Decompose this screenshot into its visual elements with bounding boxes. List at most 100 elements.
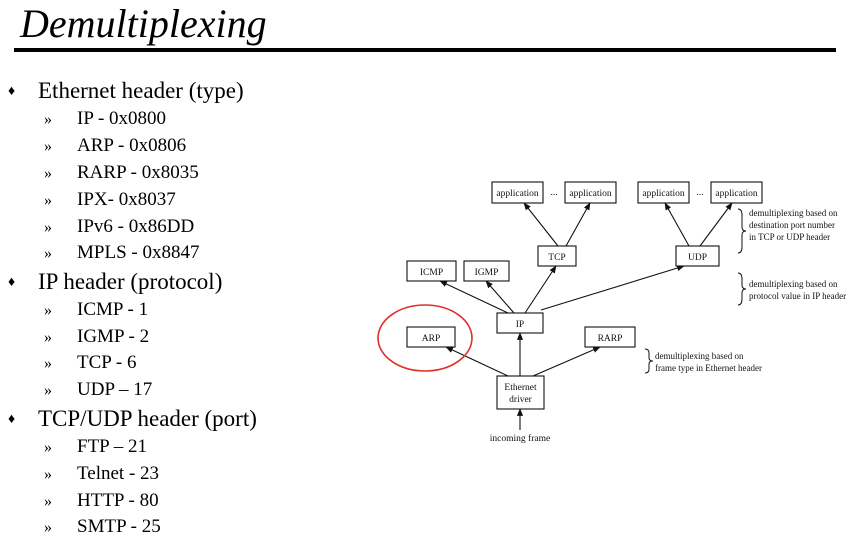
chevron-icon: » xyxy=(44,245,52,262)
note-frame-2: frame type in Ethernet header xyxy=(655,363,762,373)
section-label: TCP/UDP header (port) xyxy=(38,406,257,431)
brace-frame xyxy=(644,348,654,374)
chevron-icon: » xyxy=(44,138,52,155)
note-protocol-2: protocol value in IP header xyxy=(749,291,846,301)
brace-port xyxy=(737,208,747,254)
list-item: » ARP - 0x0806 xyxy=(44,135,186,158)
arrow-eth-rarp xyxy=(532,346,601,377)
incoming-frame-label: incoming frame xyxy=(490,433,550,444)
list-item: »FTP – 21 xyxy=(44,436,147,459)
box-arp xyxy=(406,326,456,348)
diamond-bullet-icon: ♦ xyxy=(8,412,16,427)
arrow-tcp-app1 xyxy=(523,202,559,247)
rarp-label: RARP xyxy=(598,334,623,344)
ellipsis-2: ... xyxy=(696,188,703,198)
box-app3 xyxy=(637,181,690,204)
icmp-label: ICMP xyxy=(420,268,443,278)
section-label: IP header (protocol) xyxy=(38,269,223,294)
arrow-ip-igmp xyxy=(485,280,515,314)
list-item: » Telnet - 23 xyxy=(44,463,159,486)
note-protocol-1: demultiplexing based on xyxy=(749,279,838,289)
chevron-icon: » xyxy=(44,111,52,128)
note-port-3: in TCP or UDP header xyxy=(749,232,830,242)
app3-label: application xyxy=(642,189,684,199)
note-port-1: demultiplexing based on xyxy=(749,208,838,218)
list-item: » TCP - 6 xyxy=(44,352,136,375)
driver-label: driver xyxy=(509,395,533,405)
box-udp xyxy=(675,245,720,267)
diamond-bullet-icon: ♦ xyxy=(8,84,16,99)
list-item-text: IPX- 0x8037 xyxy=(77,189,176,210)
list-item-text: UDP – 17 xyxy=(77,379,153,400)
arp-highlight-circle xyxy=(377,304,473,372)
chevron-icon: » xyxy=(44,493,52,510)
chevron-icon: » xyxy=(44,219,52,236)
box-app1 xyxy=(491,181,544,204)
box-igmp xyxy=(463,260,510,282)
list-item-text: IGMP - 2 xyxy=(77,326,150,347)
ethernet-label: Ethernet xyxy=(504,383,537,393)
arrow-tcp-app2 xyxy=(565,202,591,247)
note-frame-1: demultiplexing based on xyxy=(655,351,744,361)
list-item-text: ARP - 0x0806 xyxy=(77,135,187,156)
list-item: » IP - 0x0800 xyxy=(44,108,166,131)
app2-label: application xyxy=(569,189,611,199)
section-tcp-udp: ♦ TCP/UDP header (port) xyxy=(8,406,257,433)
list-item-text: FTP – 21 xyxy=(77,436,148,457)
box-ip xyxy=(496,312,544,334)
box-app2 xyxy=(564,181,617,204)
box-ethernet xyxy=(496,375,545,410)
list-item: » RARP - 0x8035 xyxy=(44,162,199,185)
tcp-label: TCP xyxy=(548,253,565,263)
list-item: » MPLS - 0x8847 xyxy=(44,242,199,265)
chevron-icon: » xyxy=(44,165,52,182)
chevron-icon: » xyxy=(44,382,52,399)
list-item: » IPX- 0x8037 xyxy=(44,189,176,212)
chevron-icon: » xyxy=(44,192,52,209)
ip-label: IP xyxy=(516,320,524,330)
diamond-bullet-icon: ♦ xyxy=(8,275,16,290)
list-item-text: IP - 0x0800 xyxy=(77,108,167,129)
arrow-udp-app3 xyxy=(664,202,690,247)
arrow-ip-icmp xyxy=(439,280,509,314)
section-ethernet: ♦ Ethernet header (type) xyxy=(8,78,244,105)
note-port-2: destination port number xyxy=(749,220,835,230)
list-item: » ICMP - 1 xyxy=(44,299,148,322)
brace-protocol xyxy=(737,272,747,306)
section-ip: ♦ IP header (protocol) xyxy=(8,269,222,296)
list-item: » IPv6 - 0x86DD xyxy=(44,216,194,239)
chevron-icon: » xyxy=(44,329,52,346)
list-item: » UDP – 17 xyxy=(44,379,152,402)
arrow-udp-app4 xyxy=(699,202,733,247)
list-item: » SMTP - 25 xyxy=(44,516,161,539)
list-item: » HTTP - 80 xyxy=(44,490,159,513)
list-item-text: SMTP - 25 xyxy=(77,516,161,537)
list-item-text: MPLS - 0x8847 xyxy=(77,242,200,263)
box-tcp xyxy=(537,245,577,267)
chevron-icon: » xyxy=(44,355,52,372)
list-item-text: Telnet - 23 xyxy=(77,463,160,484)
list-item-text: IPv6 - 0x86DD xyxy=(77,216,195,237)
app1-label: application xyxy=(496,189,538,199)
list-item-text: TCP - 6 xyxy=(77,352,137,373)
box-app4 xyxy=(710,181,763,204)
chevron-icon: » xyxy=(44,302,52,319)
list-item-text: ICMP - 1 xyxy=(77,299,149,320)
box-rarp xyxy=(584,326,636,348)
title-underline xyxy=(14,48,836,52)
arrow-ip-tcp xyxy=(524,265,557,314)
udp-label: UDP xyxy=(688,253,707,263)
list-item-text: RARP - 0x8035 xyxy=(77,162,199,183)
box-icmp xyxy=(406,260,457,282)
igmp-label: IGMP xyxy=(475,268,499,278)
list-item-text: HTTP - 80 xyxy=(77,490,159,511)
page-title: Demultiplexing xyxy=(20,1,267,46)
section-label: Ethernet header (type) xyxy=(38,78,244,103)
app4-label: application xyxy=(715,189,757,199)
chevron-icon: » xyxy=(44,466,52,483)
arp-label: ARP xyxy=(422,334,440,344)
chevron-icon: » xyxy=(44,519,52,536)
arrow-ip-udp xyxy=(540,265,685,311)
list-item: » IGMP - 2 xyxy=(44,326,149,349)
